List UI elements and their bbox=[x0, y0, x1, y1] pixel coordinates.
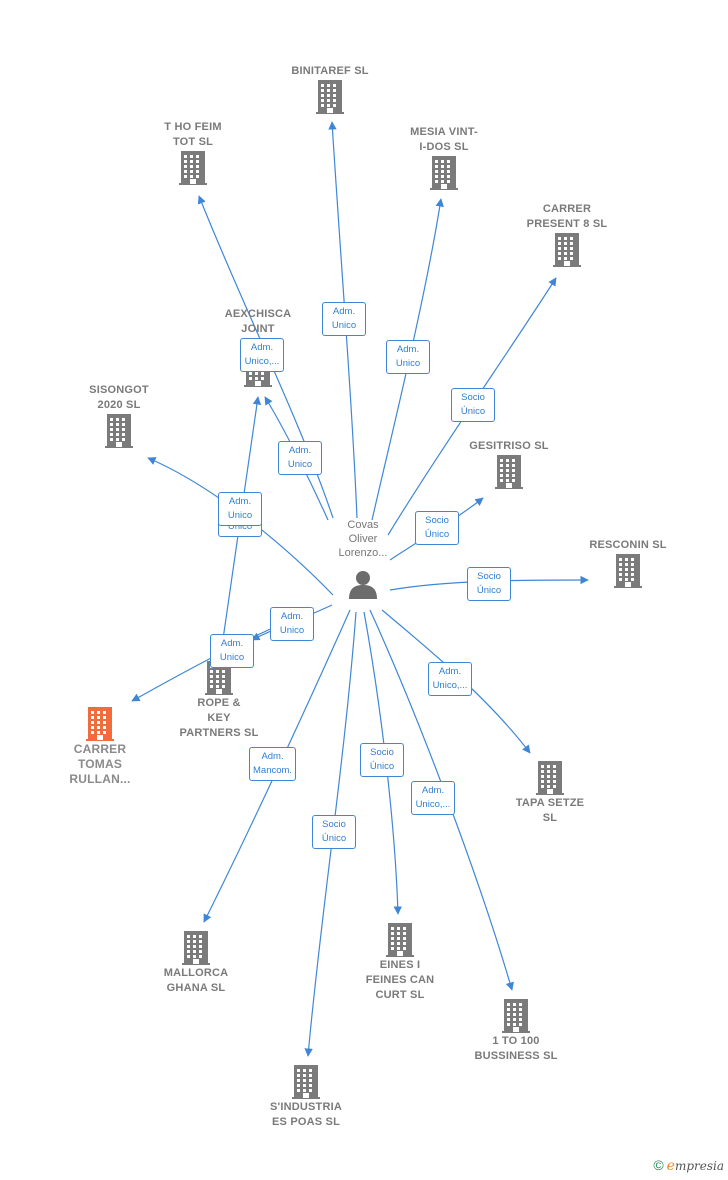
company-label: MESIA VINT- I-DOS SL bbox=[410, 126, 478, 153]
company-node-binitaref[interactable]: BINITAREF SL bbox=[270, 64, 390, 115]
company-node-thofeim[interactable]: T HO FEIM TOT SL bbox=[133, 120, 253, 186]
company-node-resconin[interactable]: RESCONIN SL bbox=[568, 538, 688, 589]
relation-text: Único bbox=[460, 406, 486, 417]
company-label: ROPE & KEY PARTNERS SL bbox=[179, 697, 259, 739]
relation-label-ropekey[interactable]: Adm. Unico bbox=[270, 607, 314, 641]
relation-text: Adm. bbox=[250, 342, 274, 353]
relation-text: Unico bbox=[219, 652, 245, 663]
relation-text: Socio bbox=[461, 392, 485, 403]
relation-label-mesia[interactable]: Adm. Unico bbox=[386, 340, 430, 374]
company-node-ropekey[interactable]: ROPE & KEY PARTNERS SL bbox=[159, 660, 279, 741]
company-node-carrerpresent[interactable]: CARRER PRESENT 8 SL bbox=[507, 202, 627, 268]
building-icon bbox=[536, 761, 564, 795]
relation-text: Único bbox=[476, 585, 502, 596]
relation-text: Unico,... bbox=[244, 356, 280, 367]
relation-label-tapasetze[interactable]: Adm. Unico,... bbox=[428, 662, 472, 696]
company-label: CARRER TOMAS RULLAN... bbox=[69, 742, 131, 786]
relation-text: Socio bbox=[477, 571, 501, 582]
relation-text: Unico,... bbox=[432, 680, 468, 691]
relation-text: Socio bbox=[322, 819, 346, 830]
relation-text: Unico bbox=[395, 358, 421, 369]
building-icon bbox=[316, 80, 344, 114]
building-icon bbox=[495, 455, 523, 489]
company-node-eines[interactable]: EINES I FEINES CAN CURT SL bbox=[340, 922, 460, 1003]
relation-text: Unico bbox=[331, 320, 357, 331]
building-icon bbox=[430, 156, 458, 190]
building-icon bbox=[553, 233, 581, 267]
relation-text: Adm. bbox=[220, 638, 244, 649]
company-label: RESCONIN SL bbox=[589, 539, 667, 551]
relation-label-mallorca[interactable]: Adm. Mancom. bbox=[249, 747, 297, 781]
building-icon bbox=[105, 414, 133, 448]
company-node-mesia[interactable]: MESIA VINT- I-DOS SL bbox=[384, 125, 504, 191]
relation-text: Unico,... bbox=[415, 799, 451, 810]
company-node-mallorca[interactable]: MALLORCA GHANA SL bbox=[136, 930, 256, 996]
building-icon bbox=[292, 1065, 320, 1099]
relation-text: Unico bbox=[227, 510, 253, 521]
person-icon bbox=[349, 571, 377, 599]
relation-text: Adm. bbox=[280, 611, 304, 622]
relation-text: Mancom. bbox=[253, 765, 293, 776]
relation-label-carrertomas[interactable]: Adm. Unico bbox=[210, 634, 254, 668]
company-node-tapasetze[interactable]: TAPA SETZE SL bbox=[490, 760, 610, 826]
relation-text: Unico bbox=[279, 625, 305, 636]
relation-text: Adm. bbox=[396, 344, 420, 355]
relation-label-onetohundred[interactable]: Adm. Unico,... bbox=[411, 781, 455, 815]
company-node-gesitriso[interactable]: GESITRISO SL bbox=[449, 439, 569, 490]
brand-name: mpresia bbox=[674, 1159, 724, 1173]
company-label: BINITAREF SL bbox=[291, 65, 369, 77]
relation-text: Unico bbox=[227, 521, 253, 532]
relation-text: Adm. bbox=[228, 496, 252, 507]
building-icon bbox=[86, 707, 114, 741]
relation-text: Único bbox=[424, 529, 450, 540]
company-label: 1 TO 100 BUSSINESS SL bbox=[474, 1035, 558, 1062]
company-label: TAPA SETZE SL bbox=[515, 797, 585, 824]
relation-text: Socio bbox=[425, 515, 449, 526]
relation-text: Adm. bbox=[261, 751, 284, 762]
company-node-sindustria[interactable]: S'INDUSTRIA ES POAS SL bbox=[246, 1064, 366, 1130]
relation-text: Adm. bbox=[421, 785, 445, 796]
company-label: S'INDUSTRIA ES POAS SL bbox=[269, 1101, 343, 1128]
building-icon bbox=[614, 554, 642, 588]
person-name: Covas Oliver Lorenzo... bbox=[338, 519, 388, 559]
company-label: EINES I FEINES CAN CURT SL bbox=[365, 959, 435, 1001]
relation-text: Único bbox=[321, 833, 347, 844]
brand-initial: e bbox=[666, 1158, 675, 1174]
company-node-sisongot[interactable]: SISONGOT 2020 SL bbox=[59, 383, 179, 449]
company-node-onetohundred[interactable]: 1 TO 100 BUSSINESS SL bbox=[456, 998, 576, 1064]
relation-label-sisongot[interactable]: Adm. Unico bbox=[218, 492, 262, 526]
building-icon bbox=[179, 151, 207, 185]
relation-text: Adm. bbox=[332, 306, 356, 317]
company-label: GESITRISO SL bbox=[469, 440, 549, 452]
company-label: MALLORCA GHANA SL bbox=[163, 967, 229, 994]
building-icon bbox=[386, 923, 414, 957]
building-icon bbox=[182, 931, 210, 965]
brand-footer: ©empresia bbox=[653, 1157, 724, 1174]
company-label: SISONGOT 2020 SL bbox=[89, 384, 149, 411]
relation-label-thofeim[interactable]: Adm. Unico,... bbox=[240, 338, 284, 372]
person-node[interactable]: Covas Oliver Lorenzo... bbox=[318, 518, 408, 600]
relation-text: Adm. bbox=[288, 445, 312, 456]
relation-label-aexchisca[interactable]: Adm. Unico bbox=[278, 441, 322, 475]
building-icon bbox=[502, 999, 530, 1033]
copyright-icon: © bbox=[653, 1157, 664, 1173]
relation-label-binitaref[interactable]: Adm. Unico bbox=[322, 302, 366, 336]
relation-text: Único bbox=[369, 761, 395, 772]
relation-text: Socio bbox=[370, 747, 394, 758]
company-label: T HO FEIM TOT SL bbox=[164, 121, 222, 148]
relation-text: Adm. bbox=[438, 666, 462, 677]
relation-text: Unico bbox=[287, 459, 313, 470]
company-label: CARRER PRESENT 8 SL bbox=[526, 203, 608, 230]
company-node-carrertomas[interactable]: CARRER TOMAS RULLAN... bbox=[40, 706, 160, 787]
